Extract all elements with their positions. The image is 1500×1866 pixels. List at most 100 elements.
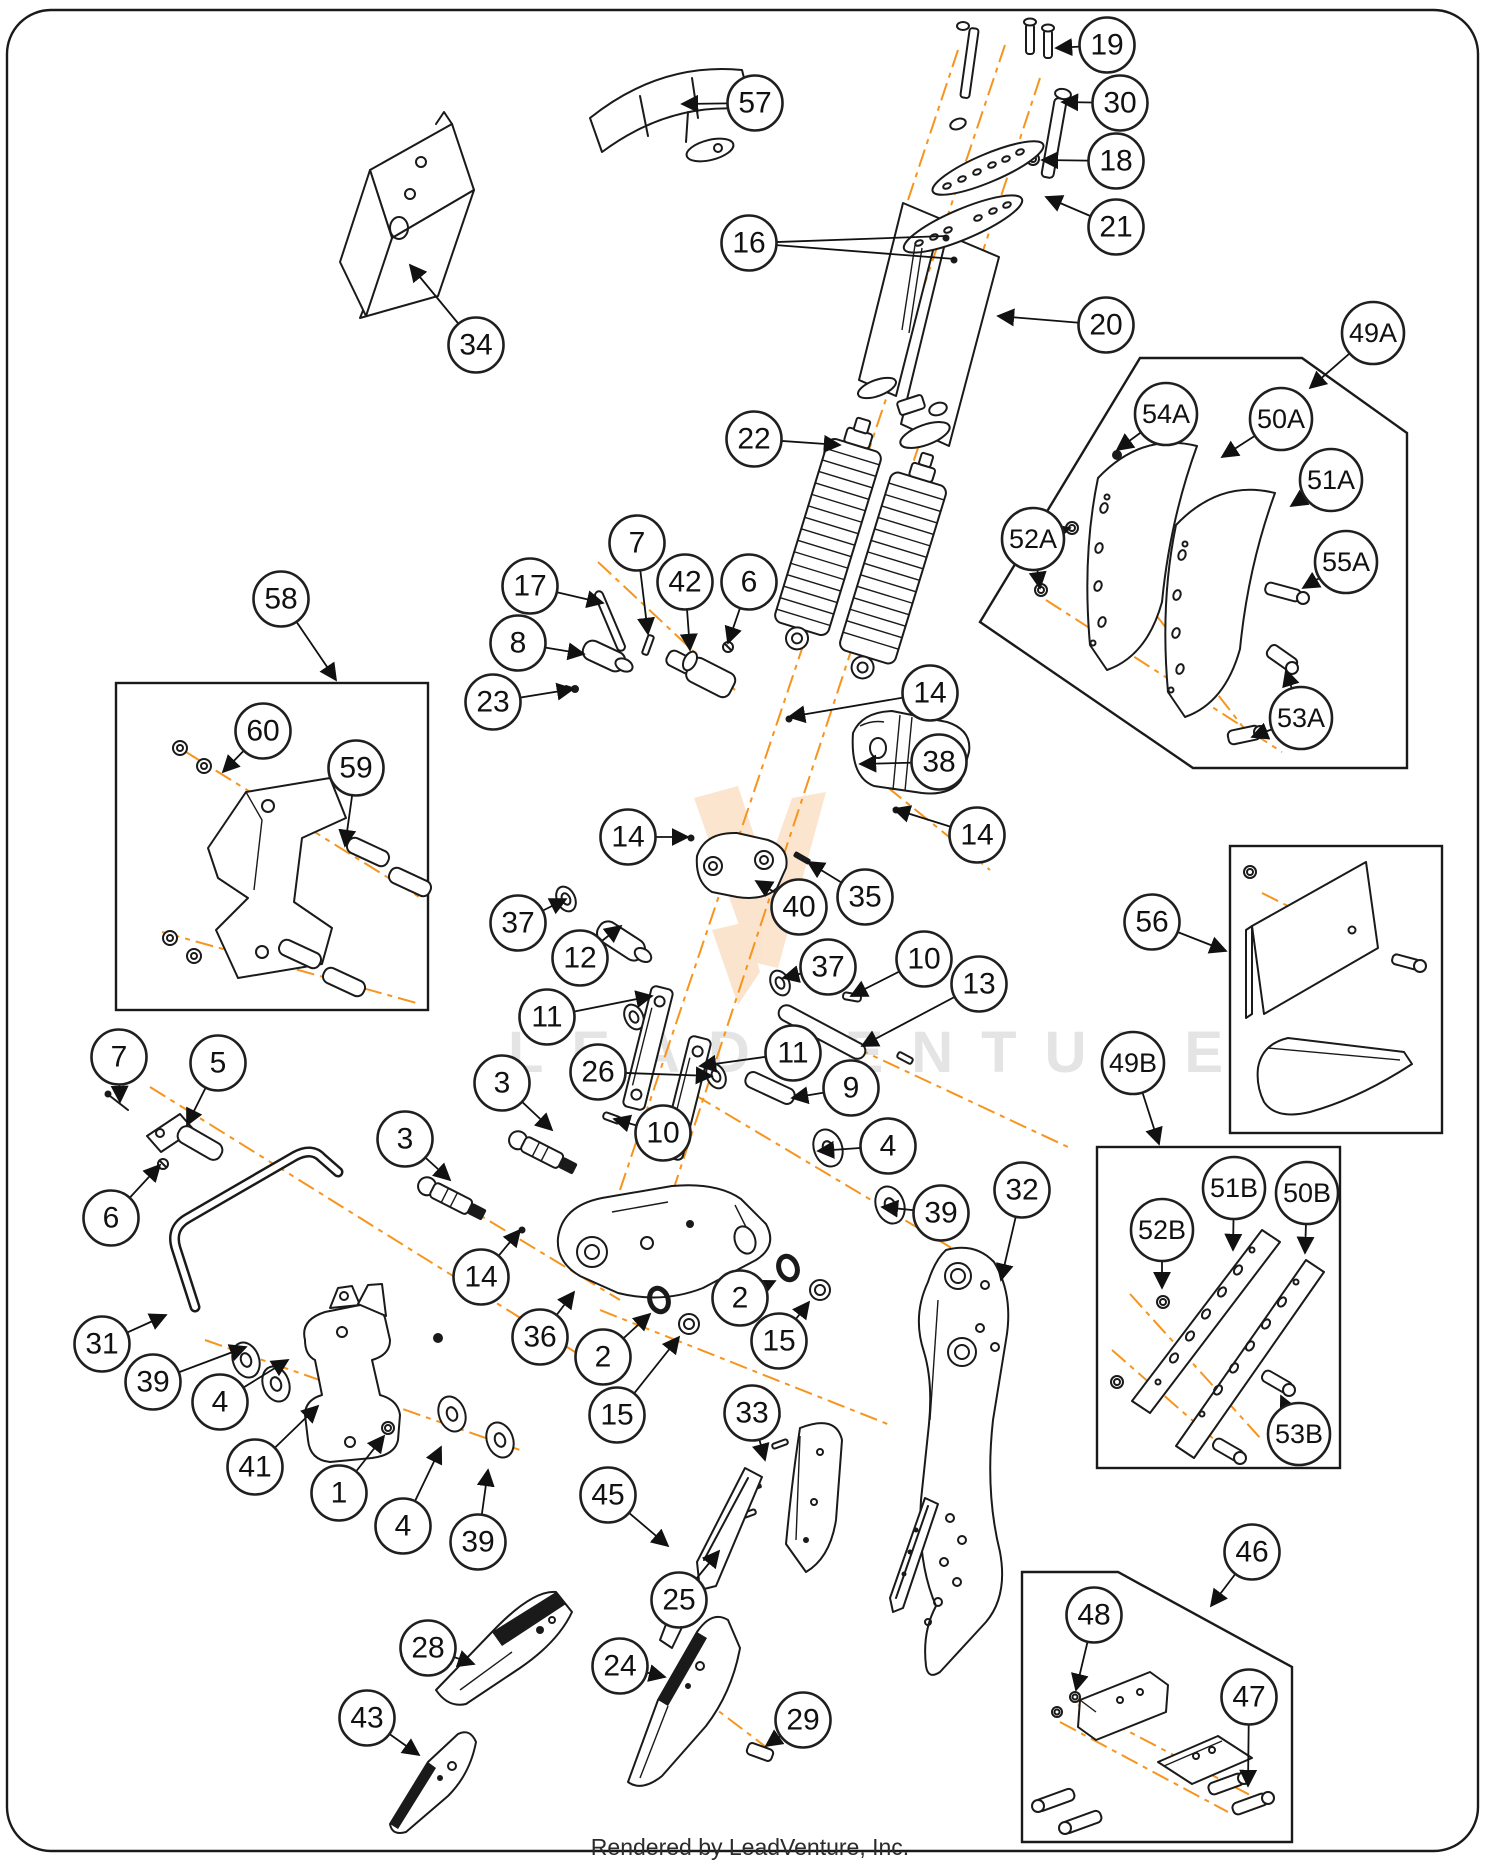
part-bolt-6-left[interactable] xyxy=(157,1158,169,1170)
callout-circle-4[interactable] xyxy=(191,1373,249,1431)
callout-48[interactable]: 48 xyxy=(1065,1586,1123,1644)
callout-circle-51B[interactable] xyxy=(1201,1155,1267,1221)
callout-46[interactable]: 46 xyxy=(1223,1523,1281,1581)
part-nut-15-right[interactable] xyxy=(809,1279,831,1301)
callout-51B[interactable]: 51B xyxy=(1201,1155,1267,1221)
callout-circle-50A[interactable] xyxy=(1248,386,1314,452)
part-plate-56-top[interactable] xyxy=(1243,861,1427,1019)
callout-circle-34[interactable] xyxy=(447,316,505,374)
callout-12[interactable]: 12 xyxy=(551,929,609,987)
callout-circle-41[interactable] xyxy=(226,1438,284,1496)
part-washer-39-left[interactable] xyxy=(228,1339,265,1382)
callout-26[interactable]: 26 xyxy=(569,1043,627,1101)
part-clamp-58[interactable] xyxy=(207,777,347,979)
callout-11[interactable]: 11 xyxy=(764,1024,822,1082)
callout-circle-7[interactable] xyxy=(608,514,666,572)
callout-circle-43[interactable] xyxy=(338,1689,396,1747)
callout-circle-24[interactable] xyxy=(591,1637,649,1695)
callout-circle-39[interactable] xyxy=(912,1184,970,1242)
part-link-5[interactable] xyxy=(146,1113,225,1163)
part-washer-4-right[interactable] xyxy=(808,1125,847,1170)
callout-14[interactable]: 14 xyxy=(901,664,959,722)
callout-circle-49B[interactable] xyxy=(1100,1030,1166,1096)
callout-circle-15[interactable] xyxy=(588,1386,646,1444)
part-spring-22-right[interactable] xyxy=(832,446,956,687)
callout-circle-48[interactable] xyxy=(1065,1586,1123,1644)
callout-circle-3[interactable] xyxy=(376,1110,434,1168)
callout-circle-39[interactable] xyxy=(449,1513,507,1571)
callout-circle-5[interactable] xyxy=(189,1034,247,1092)
part-screw-35[interactable] xyxy=(793,851,812,865)
callout-4[interactable]: 4 xyxy=(859,1117,917,1175)
callout-25[interactable]: 25 xyxy=(650,1571,708,1629)
part-shank-32[interactable] xyxy=(917,1246,1010,1676)
part-bolts-59[interactable] xyxy=(277,835,434,998)
callout-39[interactable]: 39 xyxy=(124,1353,182,1411)
callout-circle-53B[interactable] xyxy=(1266,1401,1332,1467)
part-pin-29[interactable] xyxy=(745,1742,775,1762)
callout-circle-59[interactable] xyxy=(327,739,385,797)
part-pin-10b[interactable] xyxy=(602,1111,622,1125)
callout-circle-25[interactable] xyxy=(650,1571,708,1629)
callout-circle-36[interactable] xyxy=(511,1308,569,1366)
callout-40[interactable]: 40 xyxy=(770,878,828,936)
callout-49A[interactable]: 49A xyxy=(1340,300,1406,366)
part-washer-4-left[interactable] xyxy=(258,1363,295,1406)
part-bracket-41[interactable] xyxy=(303,1283,443,1463)
callout-circle-18[interactable] xyxy=(1087,132,1145,190)
callout-circle-21[interactable] xyxy=(1087,198,1145,256)
callout-circle-29[interactable] xyxy=(774,1691,832,1749)
callout-52B[interactable]: 52B xyxy=(1129,1197,1195,1263)
callout-23[interactable]: 23 xyxy=(464,673,522,731)
callout-circle-28[interactable] xyxy=(399,1619,457,1677)
part-spring-22-left[interactable] xyxy=(767,411,891,657)
callout-30[interactable]: 30 xyxy=(1091,74,1149,132)
callout-15[interactable]: 15 xyxy=(588,1386,646,1444)
part-tooth-24[interactable] xyxy=(627,1616,741,1787)
callout-circle-37[interactable] xyxy=(799,938,857,996)
callout-2[interactable]: 2 xyxy=(574,1328,632,1386)
callout-14[interactable]: 14 xyxy=(948,806,1006,864)
callout-circle-17[interactable] xyxy=(501,557,559,615)
callout-circle-13[interactable] xyxy=(950,955,1008,1013)
callout-2[interactable]: 2 xyxy=(711,1269,769,1327)
callout-1[interactable]: 1 xyxy=(310,1464,368,1522)
callout-29[interactable]: 29 xyxy=(774,1691,832,1749)
part-washer-39-bottom[interactable] xyxy=(482,1419,519,1462)
callout-circle-14[interactable] xyxy=(599,808,657,866)
callout-39[interactable]: 39 xyxy=(912,1184,970,1242)
callout-38[interactable]: 38 xyxy=(910,733,968,791)
callout-14[interactable]: 14 xyxy=(452,1248,510,1306)
callout-circle-1[interactable] xyxy=(310,1464,368,1522)
callout-circle-11[interactable] xyxy=(518,988,576,1046)
callout-53A[interactable]: 53A xyxy=(1268,685,1334,751)
callout-22[interactable]: 22 xyxy=(725,410,783,468)
part-washer-2-right[interactable] xyxy=(775,1253,800,1283)
callout-11[interactable]: 11 xyxy=(518,988,576,1046)
callout-circle-16[interactable] xyxy=(720,214,778,272)
callout-circle-8[interactable] xyxy=(489,614,547,672)
callout-circle-37[interactable] xyxy=(489,894,547,952)
callout-circle-4[interactable] xyxy=(859,1117,917,1175)
callout-circle-11[interactable] xyxy=(764,1024,822,1082)
callout-circle-60[interactable] xyxy=(234,702,292,760)
callout-circle-52B[interactable] xyxy=(1129,1197,1195,1263)
callout-20[interactable]: 20 xyxy=(1077,296,1135,354)
callout-circle-57[interactable] xyxy=(726,74,784,132)
callout-circle-40[interactable] xyxy=(770,878,828,936)
part-bolt-3b[interactable] xyxy=(415,1174,488,1223)
callout-circle-35[interactable] xyxy=(836,868,894,926)
part-pin-10a[interactable] xyxy=(842,991,862,1003)
callout-5[interactable]: 5 xyxy=(189,1034,247,1092)
callout-circle-22[interactable] xyxy=(725,410,783,468)
part-tooth-28[interactable] xyxy=(435,1590,573,1706)
callout-50B[interactable]: 50B xyxy=(1274,1160,1340,1226)
part-blade-50A[interactable] xyxy=(1086,441,1198,671)
callout-circle-10[interactable] xyxy=(895,930,953,988)
callout-9[interactable]: 9 xyxy=(822,1059,880,1117)
callout-51A[interactable]: 51A xyxy=(1298,447,1364,513)
callout-35[interactable]: 35 xyxy=(836,868,894,926)
callout-37[interactable]: 37 xyxy=(799,938,857,996)
callout-10[interactable]: 10 xyxy=(634,1104,692,1162)
part-cylinder-20[interactable] xyxy=(855,132,1048,454)
